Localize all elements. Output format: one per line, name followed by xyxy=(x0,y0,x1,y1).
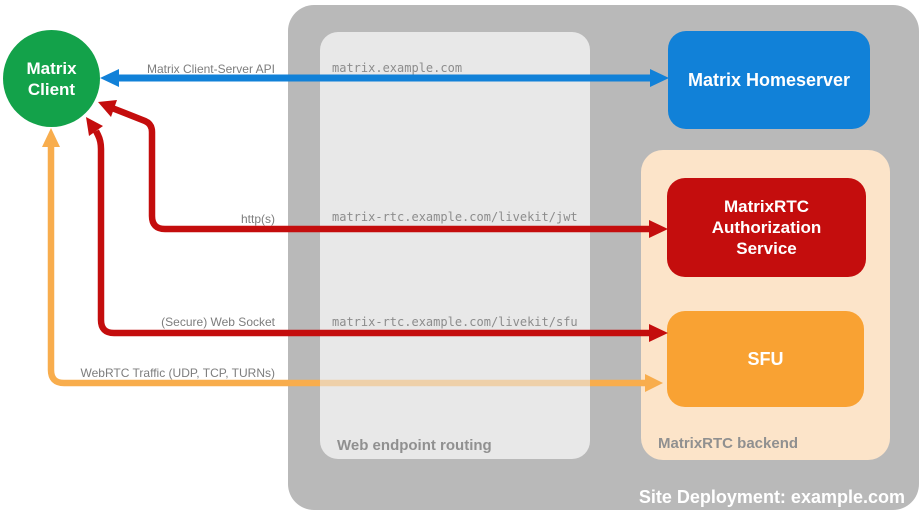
matrixrtc-authorization-service-label: MatrixRTC Authorization Service xyxy=(711,197,822,258)
matrix-client-label: Matrix Client xyxy=(26,58,77,99)
web-endpoint-routing-box xyxy=(320,32,590,459)
endpoint-matrix-homeserver: matrix.example.com xyxy=(332,61,463,75)
websocket-label: (Secure) Web Socket xyxy=(161,315,275,329)
matrixrtc-authorization-service-node: MatrixRTC Authorization Service xyxy=(667,178,866,277)
web-endpoint-routing-label: Web endpoint routing xyxy=(337,437,492,454)
https-arrowhead-client xyxy=(98,100,117,117)
https-label: http(s) xyxy=(240,212,275,226)
websocket-arrowhead-client xyxy=(86,117,103,136)
endpoint-livekit-sfu: matrix-rtc.example.com/livekit/sfu xyxy=(332,315,578,329)
matrix-homeserver-label: Matrix Homeserver xyxy=(687,69,851,90)
matrixrtc-backend-label: MatrixRTC backend xyxy=(658,435,799,452)
sfu-label: SFU xyxy=(747,348,784,369)
endpoint-livekit-jwt: matrix-rtc.example.com/livekit/jwt xyxy=(332,210,578,224)
webrtc-arrowhead-client xyxy=(42,128,60,147)
client-server-api-label: Matrix Client-Server API xyxy=(146,62,275,76)
webrtc-traffic-label: WebRTC Traffic (UDP, TCP, TURNs) xyxy=(80,366,276,380)
matrix-homeserver-node: Matrix Homeserver xyxy=(668,31,870,129)
site-deployment-title: Site Deployment: example.com xyxy=(638,487,905,507)
matrix-client-node: Matrix Client xyxy=(3,30,100,127)
sfu-node: SFU xyxy=(667,311,864,407)
